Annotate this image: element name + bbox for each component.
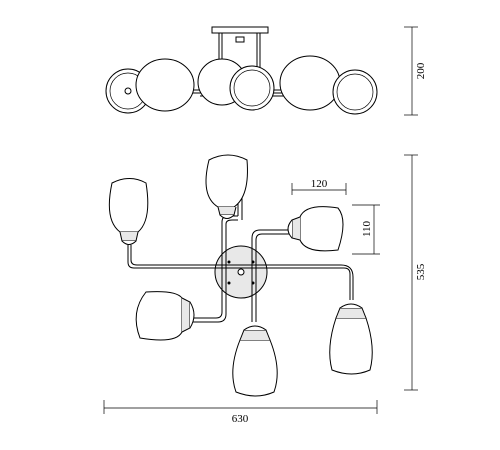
shade-top-center bbox=[205, 154, 248, 208]
arm-long-c bbox=[251, 229, 290, 322]
ceiling-plate bbox=[211, 26, 269, 34]
dim-shade-width: 120 bbox=[291, 178, 347, 195]
screw bbox=[235, 36, 245, 43]
shade-top-left bbox=[108, 178, 149, 233]
side-shade-disc-right bbox=[332, 69, 378, 115]
shade-bottom-center bbox=[232, 339, 278, 397]
arm-long-a bbox=[127, 245, 351, 300]
dim-label-110: 110 bbox=[361, 220, 373, 237]
dim-label-200: 200 bbox=[415, 62, 427, 79]
dim-label-535: 535 bbox=[415, 263, 427, 280]
shade-left-lower bbox=[135, 291, 183, 341]
side-shade-oval-left bbox=[135, 58, 195, 112]
shade-right-lower bbox=[329, 317, 373, 375]
dim-height-side: 200 bbox=[404, 26, 427, 116]
dim-total-height: 535 bbox=[404, 154, 427, 391]
shade-right-upper bbox=[299, 206, 344, 252]
dim-shade-height: 110 bbox=[352, 204, 380, 255]
side-shade-oval-right bbox=[279, 55, 341, 111]
side-view bbox=[105, 26, 378, 115]
side-shade-disc-mid bbox=[229, 65, 275, 111]
dim-total-width: 630 bbox=[103, 400, 378, 425]
dim-label-120: 120 bbox=[311, 178, 328, 190]
dim-label-630: 630 bbox=[232, 413, 249, 425]
top-view bbox=[108, 154, 373, 397]
